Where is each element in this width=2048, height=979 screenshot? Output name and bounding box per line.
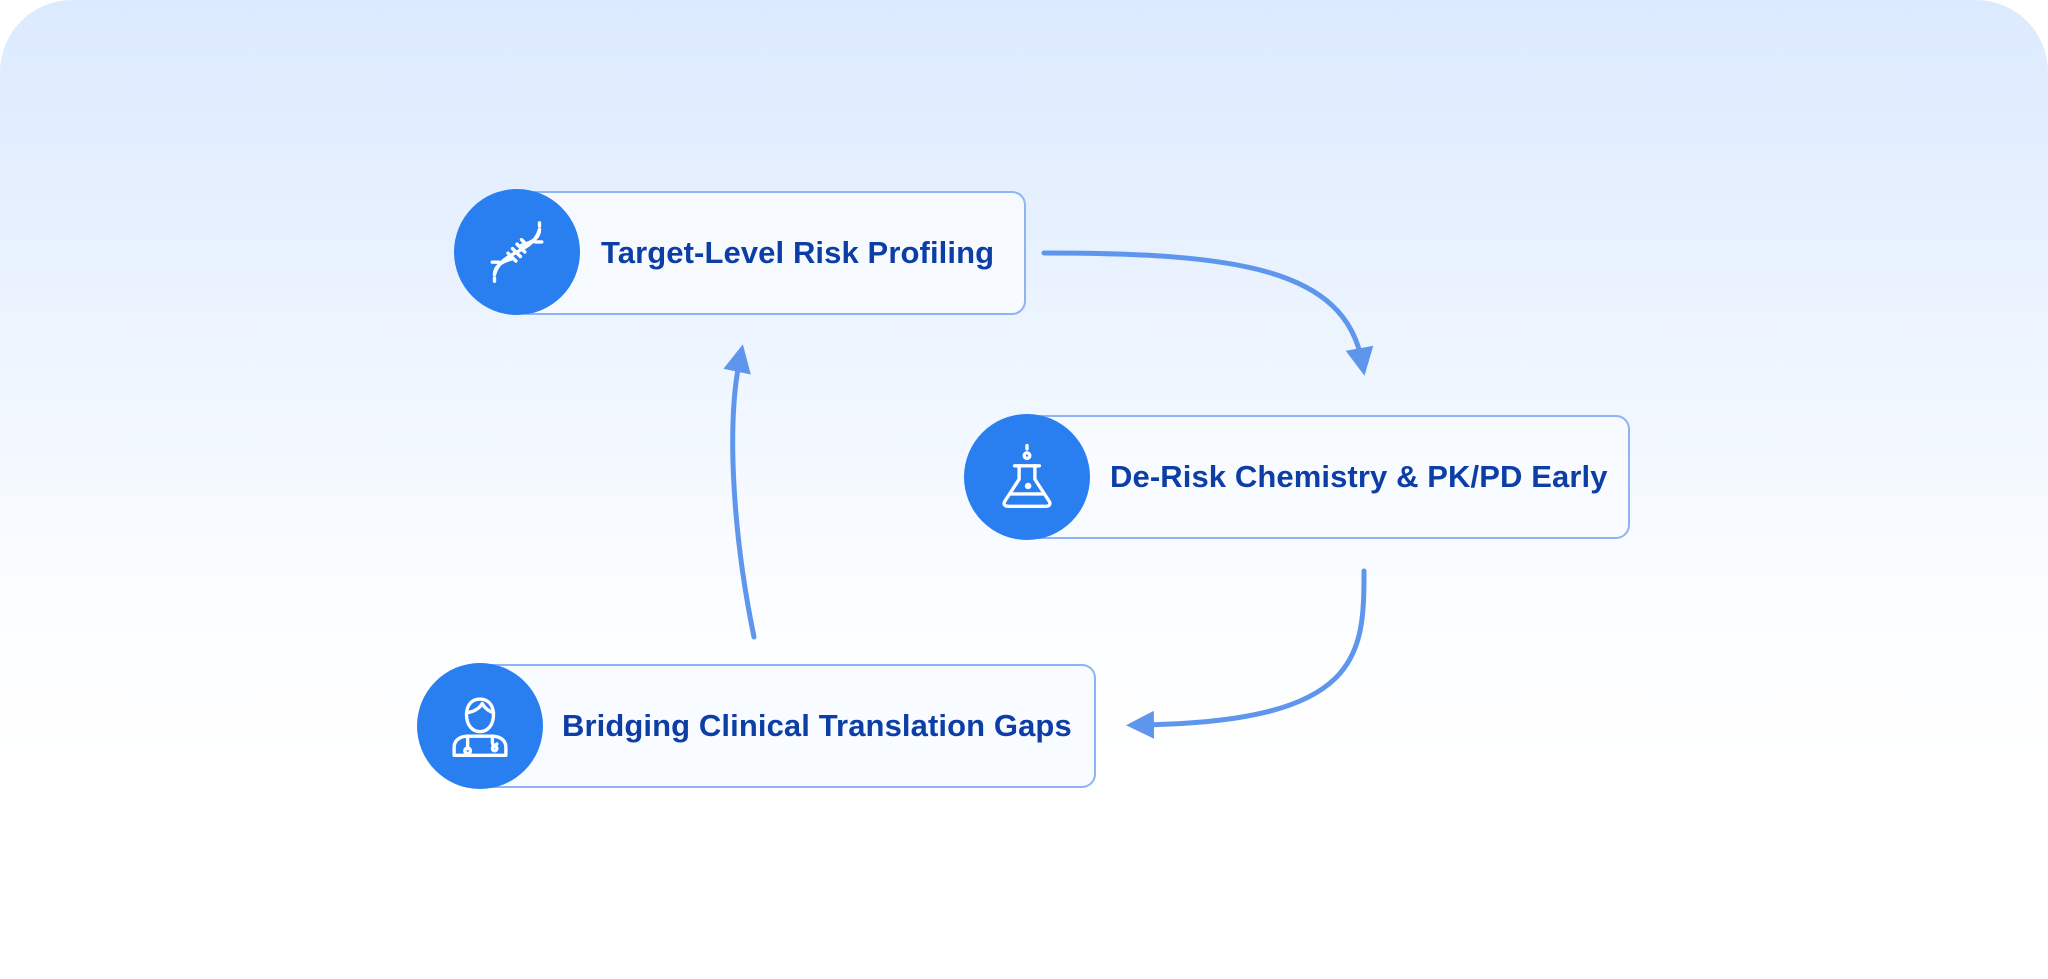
arrow-chemistry-to-clinical <box>1126 568 1367 739</box>
step-card-chemistry: De-Risk Chemistry & PK/PD Early <box>1024 415 1630 539</box>
arrow-target-to-chemistry <box>1041 250 1374 376</box>
step-icon-circle-target-risk <box>454 189 580 315</box>
step-icon-circle-chemistry <box>964 414 1090 540</box>
step-label-target-risk: Target-Level Risk Profiling <box>601 235 995 270</box>
step-label-clinical: Bridging Clinical Translation Gaps <box>562 708 1072 743</box>
step-card-target-risk: Target-Level Risk Profiling <box>514 191 1026 315</box>
flask-icon <box>1002 443 1052 508</box>
step-card-clinical: Bridging Clinical Translation Gaps <box>476 664 1096 788</box>
step-icon-circle-clinical <box>417 663 543 789</box>
step-label-chemistry: De-Risk Chemistry & PK/PD Early <box>1110 459 1608 494</box>
dna-icon <box>490 221 544 283</box>
arrow-clinical-to-target <box>723 344 757 640</box>
doctor-icon <box>452 697 508 757</box>
